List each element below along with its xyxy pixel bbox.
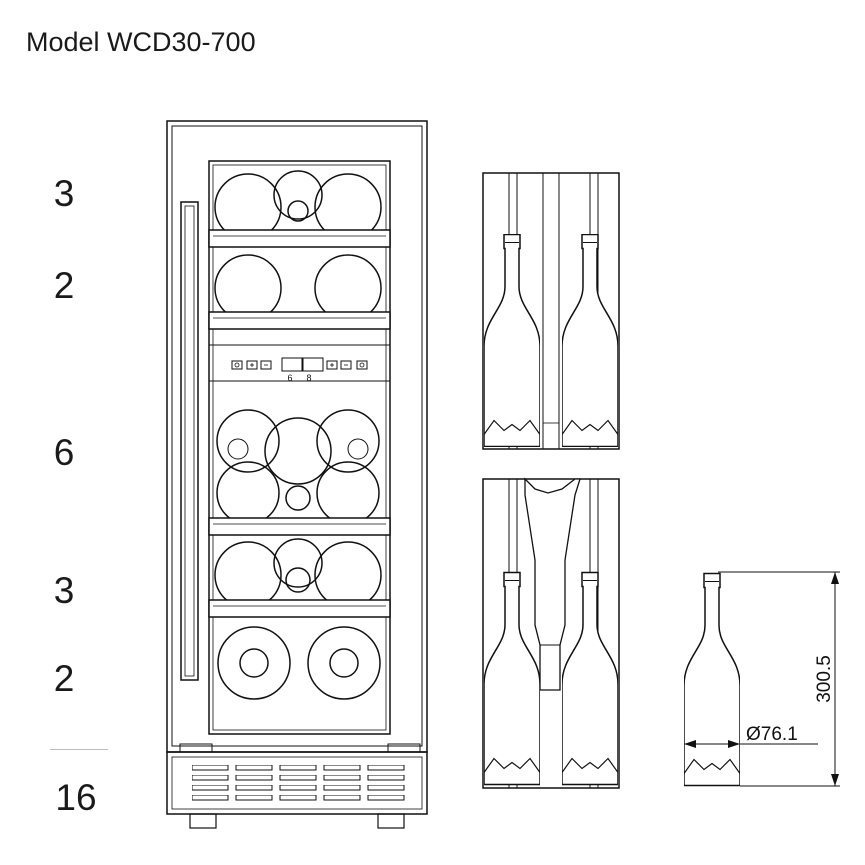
shelf [208, 229, 391, 248]
bottle-side-icon [484, 234, 540, 447]
bottle-end [217, 626, 291, 700]
bottle-end [307, 626, 381, 700]
bottle-neck [329, 648, 359, 678]
light-button [356, 360, 368, 370]
foot-left [189, 813, 217, 829]
bottle-side-icon [484, 571, 540, 786]
power-button [231, 360, 243, 370]
total-count: 16 [55, 777, 97, 818]
hinge-left [179, 743, 213, 753]
model-title: Model WCD30-700 [26, 27, 256, 57]
bottle-end [273, 170, 323, 220]
bottle-neck [287, 200, 309, 222]
bottle-neck [285, 485, 311, 511]
side-view-lower [482, 477, 620, 789]
bottle-outline [684, 572, 740, 787]
shelf-count-1: 3 [53, 173, 75, 214]
bottle-end [314, 541, 382, 609]
shelf-count-2: 2 [53, 265, 75, 306]
bottle-end [214, 254, 282, 322]
glass-window [208, 160, 391, 735]
bottle-dimension-drawing: 300.5 Ø76.1 [684, 571, 840, 787]
shelf [208, 311, 391, 330]
bottle-side-icon [562, 571, 618, 786]
display-left [281, 357, 303, 372]
bottle-neck [285, 567, 311, 593]
bottle-neck [239, 648, 269, 678]
up-button-right [326, 360, 338, 370]
display-right [302, 357, 324, 372]
foot-right [377, 813, 405, 829]
total-divider [50, 749, 108, 750]
bottle-end [314, 254, 382, 322]
bottle-end [216, 409, 280, 473]
door-frame [171, 125, 423, 747]
cooler-cabinet [166, 120, 428, 753]
cooler-front-view [166, 120, 428, 829]
bottle-side-icon [562, 234, 618, 447]
kick-plate [166, 751, 428, 815]
hinge-right [387, 743, 421, 753]
shelf [208, 599, 391, 618]
bottle-end [273, 538, 323, 588]
temp-digit-right: 8 [306, 373, 311, 383]
side-view-upper [482, 172, 620, 450]
bottle-end [264, 417, 332, 485]
shelf [208, 517, 391, 536]
height-dimension-label: 300.5 [814, 655, 835, 703]
diameter-dimension-label: Ø76.1 [746, 724, 798, 745]
shelf-count-3: 6 [53, 432, 75, 473]
shelf-count-4: 3 [53, 570, 75, 611]
temp-digit-left: 6 [287, 373, 292, 383]
down-button-left [260, 360, 272, 370]
door-handle [180, 201, 199, 681]
up-button-left [246, 360, 258, 370]
control-panel [208, 344, 391, 382]
bottle-end [316, 409, 380, 473]
bottle-inverted-icon [524, 477, 581, 691]
side-section-frame [482, 478, 620, 789]
bottle-end [214, 541, 282, 609]
down-button-right [340, 360, 352, 370]
shelf-count-5: 2 [53, 658, 75, 699]
